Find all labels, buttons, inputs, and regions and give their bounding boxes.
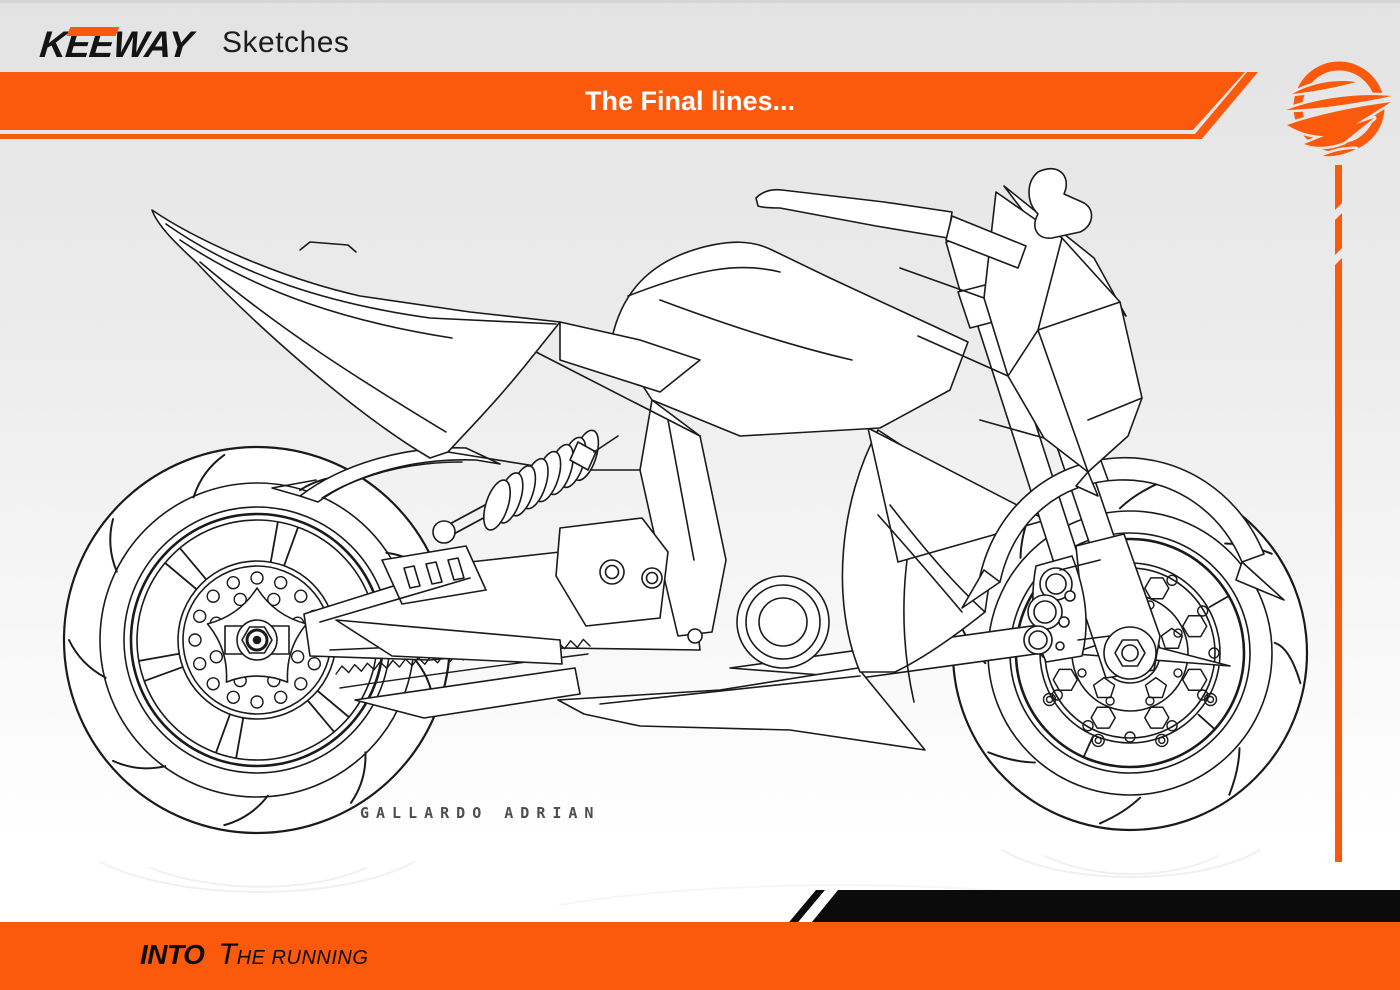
slide-title: The Final lines... xyxy=(584,86,796,116)
tagline-lead: INTO xyxy=(140,939,205,970)
footer-black-bar xyxy=(812,890,1400,922)
banner-underline xyxy=(0,134,1199,139)
tagline-rest: HE RUNNING xyxy=(236,947,369,969)
footer-orange-bar xyxy=(0,922,1400,990)
rear-wheel xyxy=(62,445,452,835)
handlebar-controls xyxy=(755,167,1093,269)
fuel-tank xyxy=(611,241,969,437)
page-top-edge xyxy=(0,0,1400,3)
frame xyxy=(447,351,727,644)
engine-cover xyxy=(736,575,830,669)
title-banner xyxy=(0,72,1245,130)
tail-section xyxy=(151,209,701,459)
keeway-wing-emblem-icon xyxy=(1284,61,1394,159)
side-accent-rule xyxy=(1335,165,1342,862)
front-brake-caliper xyxy=(1023,555,1111,663)
shock-absorber xyxy=(432,429,619,544)
tagline-cap: T xyxy=(218,938,237,971)
page-label: Sketches xyxy=(222,26,350,59)
heel-guard-blades xyxy=(335,619,581,719)
designer-signature: GALLARDO ADRIAN xyxy=(360,804,601,822)
footer-tagline: INTO THE RUNNING xyxy=(140,922,368,990)
rear-fender-hugger xyxy=(271,447,501,503)
front-fender xyxy=(961,456,1285,609)
